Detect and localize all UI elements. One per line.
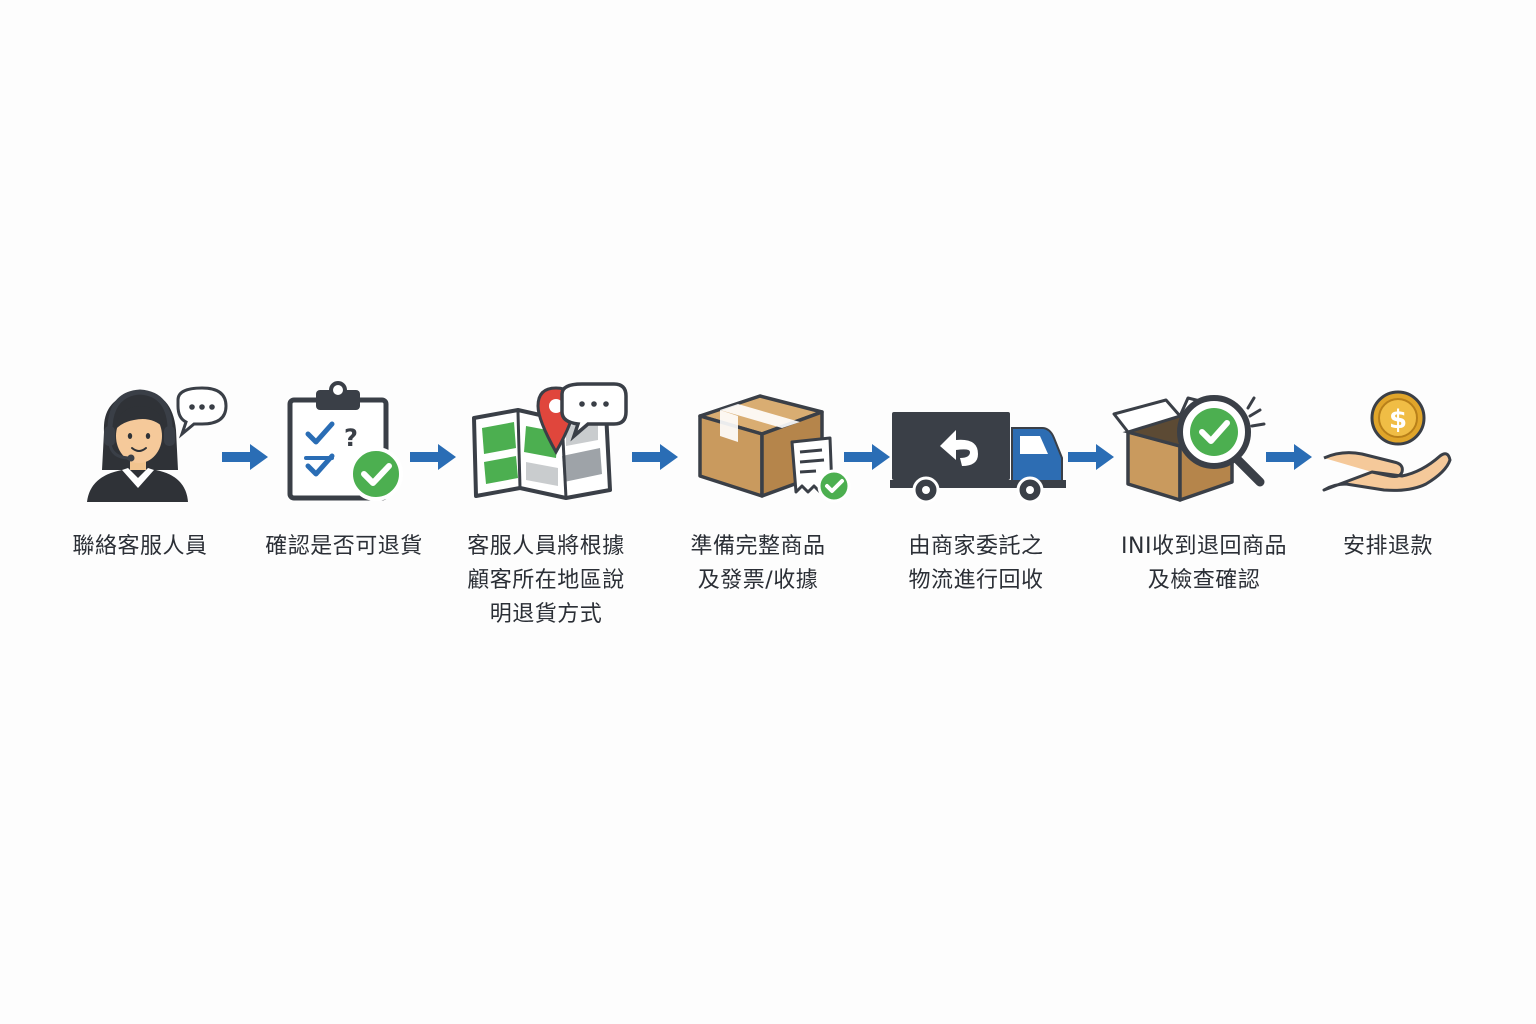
svg-text:?: ? bbox=[344, 424, 358, 452]
flow-arrow bbox=[1068, 442, 1116, 472]
refund-hand-coin-icon: $ bbox=[1322, 388, 1452, 498]
step-label-receive-inspect: INI收到退回商品 及檢查確認 bbox=[1121, 534, 1287, 593]
headset-agent-icon bbox=[82, 380, 232, 505]
box-inspect-icon bbox=[1110, 386, 1270, 506]
step-label-arrange-refund: 安排退款 bbox=[1342, 534, 1433, 559]
step-label-return-method: 客服人員將根據 顧客所在地區說 明退貨方式 bbox=[467, 534, 625, 627]
clipboard-check-icon: ? bbox=[286, 381, 406, 502]
flow-arrow bbox=[1266, 442, 1314, 472]
step-label-prepare-items: 準備完整商品 及發票/收據 bbox=[690, 534, 826, 593]
return-truck-icon bbox=[890, 408, 1070, 504]
flow-arrow bbox=[222, 442, 270, 472]
step-label-logistics-pickup: 由商家委託之 物流進行回收 bbox=[908, 534, 1044, 593]
step-label-contact-support: 聯絡客服人員 bbox=[72, 534, 208, 559]
flow-arrow bbox=[632, 442, 680, 472]
map-pin-icon bbox=[470, 382, 630, 502]
flow-arrow bbox=[410, 442, 458, 472]
flow-arrow bbox=[844, 442, 892, 472]
svg-text:$: $ bbox=[1389, 405, 1407, 435]
step-label-confirm-returnable: 確認是否可退貨 bbox=[265, 534, 423, 559]
package-receipt-icon bbox=[696, 394, 856, 504]
